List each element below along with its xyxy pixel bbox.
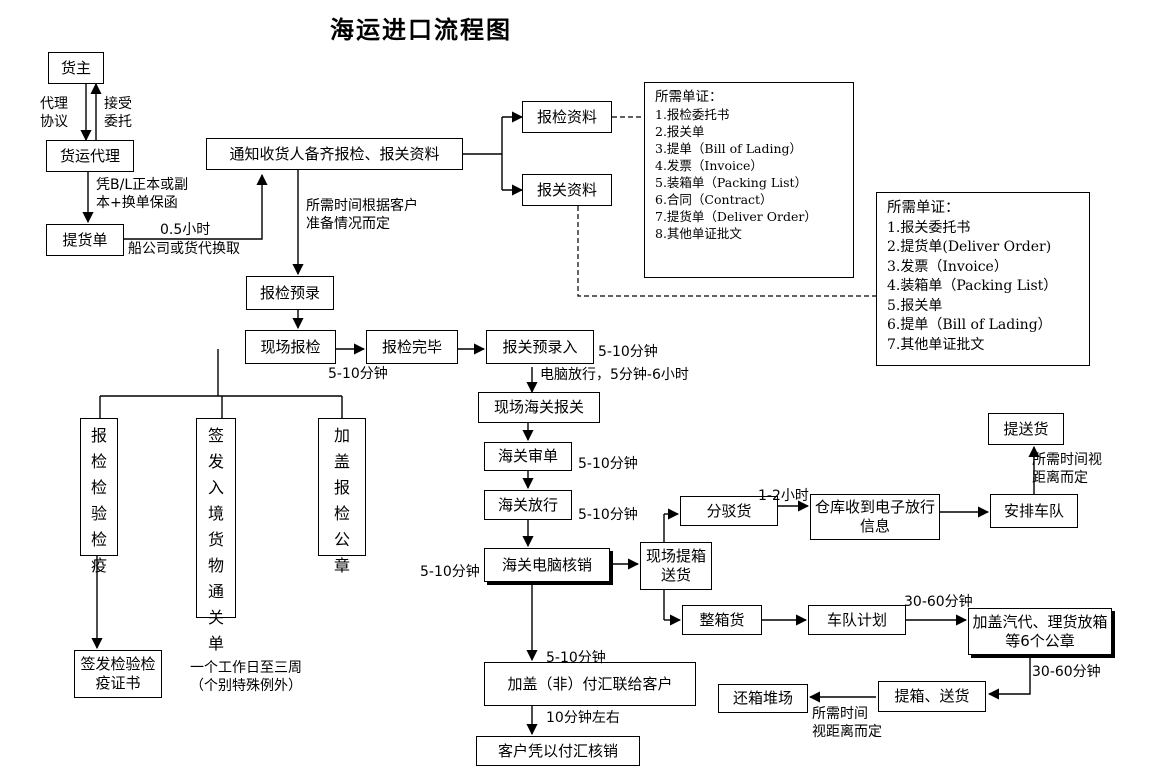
label-ten-minutes: 10分钟左右 <box>546 710 620 726</box>
label-diannao-fangxing: 电脑放行，5分钟-6小时 <box>540 367 689 383</box>
box-anpai-chedui: 安排车队 <box>990 494 1078 528</box>
box-cangku: 仓库收到电子放行信息 <box>810 494 940 540</box>
box-haiguan-diannao: 海关电脑核销 <box>484 548 610 582</box>
box-xianchang-tixiang: 现场提箱送货 <box>640 542 712 590</box>
label-half-hour: 0.5小时 <box>160 222 211 238</box>
box-chedui-jihua: 车队计划 <box>808 605 906 635</box>
box-notify: 通知收货人备齐报检、报关资料 <box>206 138 463 170</box>
doc-list-baoguan-item: 1.报关委托书 <box>887 219 971 236</box>
label-chuangongsi: 船公司或货代换取 <box>128 241 240 257</box>
doc-list-baojian-item: 1.报检委托书 <box>655 107 730 122</box>
box-tixiang-songhuo: 提箱、送货 <box>878 681 986 712</box>
label-daili-xieyi: 代理 协议 <box>40 96 68 130</box>
doc-list-baojian-item: 5.装箱单（Packing List） <box>655 175 808 190</box>
arrow-tihuodan-notify <box>124 173 268 240</box>
doc-list-baojian-item: 2.报关单 <box>655 124 705 139</box>
box-huozhu: 货主 <box>48 52 104 84</box>
box-jiagai-baojian-gongzhang: 加盖报检公章 <box>318 418 366 575</box>
box-baojian-jianyi: 报检检验检疫 <box>80 418 118 575</box>
label-time-jiagai-qidai: 30-60分钟 <box>1032 664 1101 680</box>
label-time-diannao: 5-10分钟 <box>420 564 480 580</box>
box-tisonghuo: 提送货 <box>988 413 1064 445</box>
box-tihuodan: 提货单 <box>46 224 124 256</box>
label-ping-bl: 凭B/L正本或副 本+换单保函 <box>96 177 189 211</box>
label-time-fangxing: 5-10分钟 <box>578 507 638 523</box>
box-xianchang-haiguan: 现场海关报关 <box>478 392 600 423</box>
doc-list-baoguan: 所需单证： 1.报关委托书 2.提货单(Deliver Order) 3.发票（… <box>876 192 1090 366</box>
dashed-link-baoguan-docs <box>577 206 876 297</box>
doc-list-baoguan-item: 2.提货单(Deliver Order) <box>887 239 1052 255</box>
box-qianfa-zhengshu: 签发检验检疫证书 <box>74 650 162 698</box>
box-kehu-hexiao: 客户凭以付汇核销 <box>476 736 640 766</box>
box-jiagai-qidai: 加盖汽代、理货放箱等6个公章 <box>968 608 1112 655</box>
label-time-baojian: 5-10分钟 <box>328 366 388 382</box>
label-one-two-hours: 1-2小时 <box>758 488 809 504</box>
label-time-shendan: 5-10分钟 <box>578 456 638 472</box>
label-suoxu-juli-2: 所需时间 视距离而定 <box>812 706 882 740</box>
box-qianfa-tongguandan: 签发入境货物通关单 <box>196 418 236 653</box>
arrow-jiagai-tixiang <box>987 655 1031 700</box>
doc-list-baojian-item: 7.提货单（Deliver Order） <box>655 209 817 224</box>
doc-list-baojian-item: 6.合同（Contract） <box>655 192 773 207</box>
box-haiguan-fangxing: 海关放行 <box>484 490 572 520</box>
doc-list-baojian-item: 3.提单（Bill of Lading） <box>655 141 803 156</box>
label-gongzuori: 一个工作日至三周 （个别特殊例外） <box>190 660 302 694</box>
label-suoxu-juli: 所需时间视 距离而定 <box>1032 452 1102 486</box>
doc-list-baoguan-head: 所需单证： <box>887 200 960 216</box>
doc-list-baoguan-item: 5.报关单 <box>887 297 943 314</box>
box-jiagai-baojian-gongzhang-text: 加盖报检公章 <box>334 426 351 575</box>
box-baoguan-ziliao: 报关资料 <box>522 174 612 206</box>
box-baojian-wanbi: 报检完毕 <box>366 330 458 364</box>
page-title: 海运进口流程图 <box>330 15 512 44</box>
label-time-jiagai: 5-10分钟 <box>546 650 606 666</box>
doc-list-baoguan-item: 3.发票（Invoice） <box>887 258 1008 275</box>
box-huoyun-daili: 货运代理 <box>46 140 134 172</box>
doc-list-baoguan-item: 4.装箱单（Packing List） <box>887 278 1058 294</box>
doc-list-baojian-item: 8.其他单证批文 <box>655 226 742 241</box>
box-huanxiang-duichang: 还箱堆场 <box>718 684 808 713</box>
box-baoguan-yulu: 报关预录入 <box>486 330 594 364</box>
box-baojian-yulu: 报检预录 <box>246 276 334 310</box>
label-time-baoguan-yulu: 5-10分钟 <box>598 344 658 360</box>
box-baojian-ziliao: 报检资料 <box>522 101 612 133</box>
box-haiguan-shendan: 海关审单 <box>484 442 572 471</box>
box-jiagai-fuhui: 加盖（非）付汇联给客户 <box>484 662 696 706</box>
doc-list-baojian-item: 4.发票（Invoice） <box>655 158 763 173</box>
doc-list-baojian: 所需单证： 1.报检委托书 2.报关单 3.提单（Bill of Lading）… <box>644 82 854 278</box>
label-suoxu-kehu: 所需时间根据客户 准备情况而定 <box>306 198 418 232</box>
doc-list-baojian-head: 所需单证： <box>655 89 723 105</box>
box-zhengxianghuo: 整箱货 <box>682 605 762 635</box>
box-baojian-jianyi-text: 报检检验检疫 <box>91 426 108 575</box>
box-fenbohuo: 分驳货 <box>680 496 778 526</box>
label-time-chedui: 30-60分钟 <box>904 594 973 610</box>
doc-list-baoguan-item: 7.其他单证批文 <box>887 336 985 353</box>
doc-list-baoguan-item: 6.提单（Bill of Lading） <box>887 317 1052 333</box>
box-xianchang-baojian: 现场报检 <box>245 330 336 364</box>
box-qianfa-tongguandan-text: 签发入境货物通关单 <box>208 426 225 653</box>
label-jieshou-weituo: 接受 委托 <box>104 96 132 130</box>
